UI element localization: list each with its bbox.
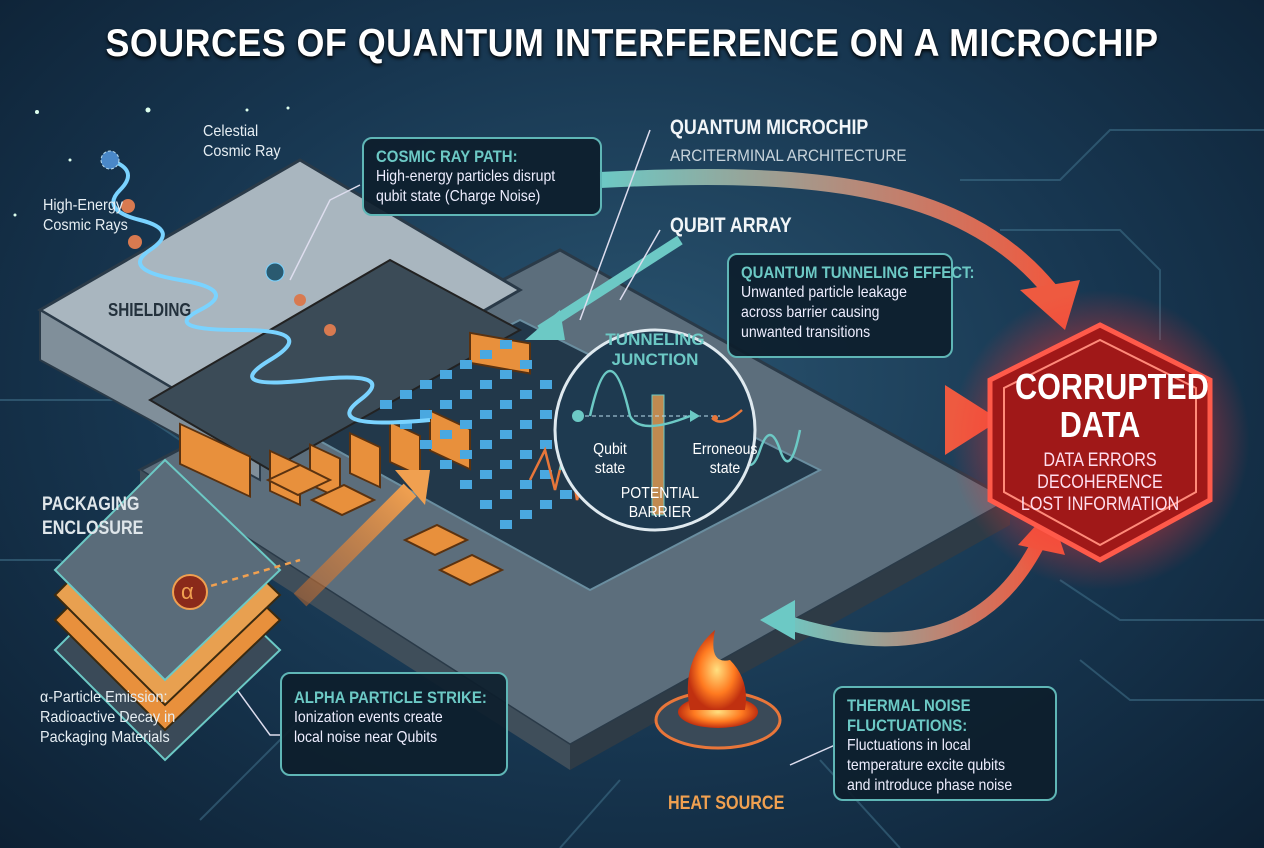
arrow-qubit-array — [537, 235, 683, 335]
label-line: Qubit — [593, 441, 627, 458]
qubit-array-label: QUBIT ARRAY — [670, 214, 792, 237]
potential-barrier-label: POTENTIAL BARRIER — [616, 484, 704, 522]
alpha-strike-callout: ALPHA PARTICLE STRIKE: Ionization events… — [280, 672, 508, 776]
label-line: Cosmic Ray — [203, 143, 281, 160]
arrow-cosmic-to-data — [599, 169, 1057, 296]
callout-heading: COSMIC RAY PATH: — [376, 147, 518, 166]
alpha-emission-label: α-Particle Emission: Radioactive Decay i… — [40, 688, 175, 748]
stars — [13, 106, 290, 217]
tunneling-callout: QUANTUM TUNNELING EFFECT: Unwanted parti… — [727, 253, 975, 358]
tunneling-junction-title: TUNNELING JUNCTION — [605, 330, 705, 370]
thermal-noise-callout: THERMAL NOISE FLUCTUATIONS: Fluctuations… — [833, 686, 1057, 801]
callout-text: Ionization events create — [294, 709, 443, 726]
label-line: Packaging Materials — [40, 729, 170, 746]
callout-text: Fluctuations in local — [847, 737, 971, 754]
label-line: α-Particle Emission: — [40, 689, 168, 706]
circuit-traces — [0, 129, 1264, 848]
arrow-alpha-strike — [293, 483, 417, 607]
callout-text: local noise near Qubits — [294, 729, 438, 746]
corrupted-data-panel: CORRUPTED DATA DATA ERRORS DECOHERENCE L… — [1000, 366, 1209, 516]
erroneous-state-label: Erroneous state — [685, 440, 764, 478]
callout-text: High-energy particles disrupt — [376, 168, 556, 185]
result-effect: LOST INFORMATION — [1020, 494, 1180, 515]
label-line: BARRIER — [628, 504, 692, 521]
result-title: DATA — [1059, 404, 1141, 445]
tunneling-junction-magnifier — [553, 328, 757, 532]
heat-source-icon — [654, 630, 782, 750]
callout-heading: ALPHA PARTICLE STRIKE: — [294, 688, 487, 707]
label-line: PACKAGING — [42, 494, 140, 515]
celestial-cosmic-ray-label: Celestial Cosmic Ray — [203, 122, 281, 162]
result-effect: DATA ERRORS — [1043, 450, 1157, 471]
label-line: High-Energy — [43, 197, 124, 214]
label-line: Cosmic Rays — [43, 217, 128, 234]
callout-text: qubit state (Charge Noise) — [376, 188, 541, 205]
microchip-title: QUANTUM MICROCHIP — [670, 116, 869, 139]
cosmic-ray-path — [109, 158, 431, 425]
callout-text: and introduce phase noise — [847, 777, 1013, 794]
heat-source-label: HEAT SOURCE — [668, 793, 785, 814]
label-line: Radioactive Decay in — [40, 709, 176, 726]
microchip-subtitle: ARCITERMINAL ARCHITECTURE — [670, 146, 907, 165]
label-line: JUNCTION — [611, 350, 699, 369]
component-blocks — [179, 331, 531, 587]
cosmic-ray-callout: COSMIC RAY PATH: High-energy particles d… — [362, 137, 602, 216]
packaging-enclosure-label: PACKAGING ENCLOSURE — [42, 493, 143, 541]
callout-text: unwanted transitions — [741, 324, 871, 341]
callout-heading: QUANTUM TUNNELING EFFECT: — [741, 263, 975, 282]
shielding-label: SHIELDING — [108, 300, 192, 320]
result-effect: DECOHERENCE — [1037, 472, 1163, 493]
label-line: Celestial — [203, 123, 259, 140]
label-line: state — [709, 460, 741, 477]
callout-text: Unwanted particle leakage — [741, 284, 907, 301]
packaging-enclosure — [53, 458, 301, 762]
label-line: POTENTIAL — [620, 485, 700, 502]
qubit-state-label: Qubit state — [579, 440, 641, 478]
callout-text: across barrier causing — [741, 304, 880, 321]
high-energy-cosmic-rays-label: High-Energy Cosmic Rays — [43, 196, 128, 236]
alpha-symbol: α — [181, 579, 194, 604]
label-line: TUNNELING — [605, 330, 705, 349]
arrow-thermal-to-data — [777, 536, 1047, 647]
particles — [100, 150, 336, 336]
label-line: state — [594, 460, 626, 477]
result-title: CORRUPTED — [1015, 366, 1209, 407]
callout-heading: FLUCTUATIONS: — [847, 716, 968, 735]
label-line: Erroneous — [692, 441, 758, 458]
label-line: ENCLOSURE — [42, 518, 144, 539]
page-title: SOURCES OF QUANTUM INTERFERENCE ON A MIC… — [105, 22, 1159, 65]
qubit-array — [380, 340, 632, 529]
corrupted-data-hexagon — [950, 290, 1250, 590]
callout-text: temperature excite qubits — [847, 757, 1006, 774]
callout-heading: THERMAL NOISE — [847, 696, 971, 715]
